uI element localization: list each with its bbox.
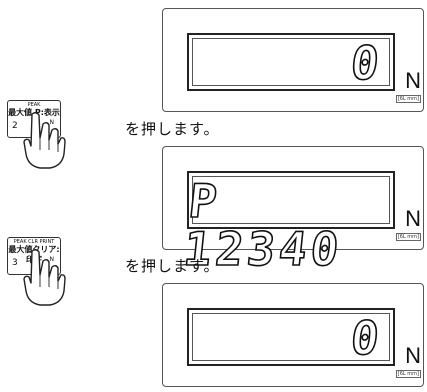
pointing-hand-icon [23,112,66,169]
lcd-window: 0 [187,308,395,366]
key-sub-label: N [49,256,55,263]
display-panel-1: 0 N [6L mm] [162,8,424,112]
key-top-label: PEAK [27,102,41,108]
lcd-value: P 12340 [180,173,346,277]
lcd-window: P 12340 [180,171,395,277]
range-label: [6L mm] [395,233,421,241]
unit-label: N [405,206,421,231]
unit-label: N [405,343,421,368]
lcd-window: 0 [187,33,395,91]
display-panel-3: 0 N [6L mm] [162,283,424,387]
instruction-text-1: を押します。 [125,120,220,138]
lcd-value: 0 [348,310,387,366]
range-label: [6L mm] [395,95,421,103]
key-number: 2 [12,121,18,131]
range-label: [6L mm] [395,370,421,378]
unit-label: N [405,68,421,93]
key-sub-label: N [49,119,55,126]
key-top-label: PEAK CLR PRINT [13,239,55,245]
instruction-text-2: を押します。 [125,257,220,275]
lcd-value: 0 [348,35,387,91]
pointing-hand-icon [23,249,66,306]
key-number: 3 [12,258,18,268]
display-panel-2: P 12340 N [6L mm] [162,146,424,277]
